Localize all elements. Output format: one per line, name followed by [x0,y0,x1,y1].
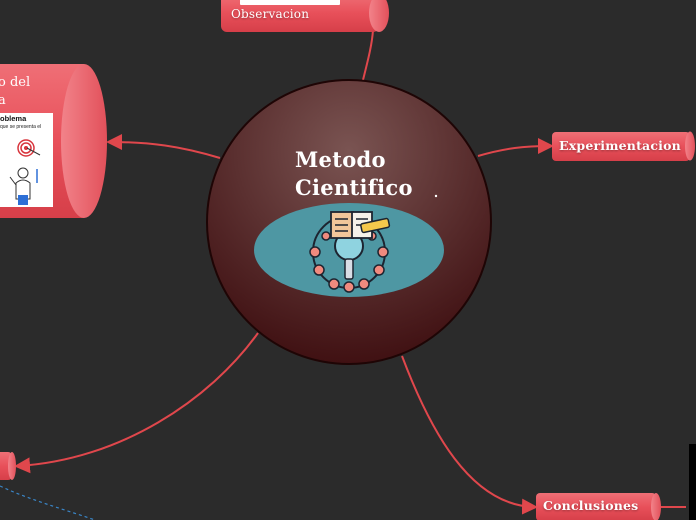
node-experimentacion[interactable] [552,131,695,162]
central-title-line1: Metodo [295,147,386,172]
problema-card: oblema que se presenta el [0,113,53,207]
connector-conclusiones [401,355,538,515]
problema-title-line2: a [0,93,6,108]
sparkle-dot [434,194,438,198]
central-title-line2: Cientifico [295,175,413,200]
central-topic-title: Metodo Cientifico [295,146,445,202]
stick-figure-icon [9,167,38,205]
observacion-label: Observacion [231,7,310,21]
connector-problema [106,134,221,159]
card-subtext: que se presenta el [0,124,42,130]
card-illustration [9,139,41,205]
experimentacion-label: Experimentacion [559,138,681,153]
problema-title: o del a [0,74,58,110]
target-arrow-icon [17,139,41,157]
connector-experimentacion [477,138,554,157]
node-conclusiones[interactable] [536,493,661,520]
card-heading: oblema [0,114,27,123]
node-left-bottom[interactable] [0,452,16,480]
edge-block [689,444,696,520]
dashed-connector [0,485,96,520]
connector-left-bottom [14,332,259,474]
magnifier-research-icon [309,211,391,293]
connector-observacion [362,29,374,81]
conclusiones-label: Conclusiones [543,498,639,513]
node-observacion[interactable] [221,0,389,32]
problema-title-line1: o del [0,75,31,90]
